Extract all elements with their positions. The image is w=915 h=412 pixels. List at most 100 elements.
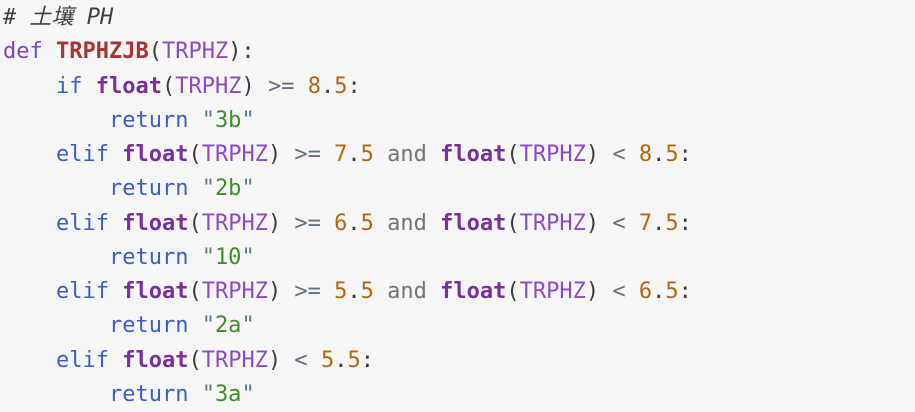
code-token-variable: TRPHZ xyxy=(201,347,268,373)
code-token-default xyxy=(3,279,56,304)
code-token-builtin: float xyxy=(122,279,189,304)
code-token-number: 7 xyxy=(334,142,348,167)
code-token-default: . xyxy=(652,142,666,167)
code-token-default: ( xyxy=(188,279,202,304)
code-token-quote: " xyxy=(241,381,255,407)
code-token-default: ( xyxy=(506,210,520,236)
code-token-operator: >= xyxy=(281,142,335,167)
code-token-default: : xyxy=(678,279,692,304)
code-token-variable: TRPHZ xyxy=(201,142,268,167)
code-token-default: ) xyxy=(585,142,600,167)
code-token-default xyxy=(3,142,56,167)
code-token-default: . xyxy=(652,210,666,236)
code-token-default: ( xyxy=(506,279,520,304)
code-token-operator: < xyxy=(281,347,321,373)
code-token-number: 6 xyxy=(638,279,653,304)
code-token-number: 5 xyxy=(320,347,335,373)
code-token-number: 5 xyxy=(360,142,374,167)
code-token-quote: " xyxy=(201,107,215,133)
code-token-logical_word: and xyxy=(373,142,441,167)
code-line: def TRPHZJB(TRPHZ): xyxy=(3,35,915,69)
code-line: elif float(TRPHZ) >= 6.5 and float(TRPHZ… xyxy=(3,207,915,241)
code-line: elif float(TRPHZ) < 5.5: xyxy=(3,344,915,378)
code-token-quote: " xyxy=(241,244,255,270)
code-token-default xyxy=(3,348,56,373)
code-token-default xyxy=(3,211,56,236)
code-token-comment: # 土壤 PH xyxy=(3,5,114,30)
code-line: elif float(TRPHZ) >= 5.5 and float(TRPHZ… xyxy=(3,275,915,309)
code-token-default xyxy=(3,108,109,133)
code-token-default: ) xyxy=(267,279,282,304)
code-token-default: : xyxy=(347,73,361,99)
code-token-number: 5 xyxy=(665,279,679,304)
code-token-builtin: float xyxy=(440,210,507,236)
code-token-variable: TRPHZ xyxy=(201,210,268,236)
code-token-default xyxy=(3,176,109,201)
code-token-default xyxy=(3,74,56,99)
code-token-number: 5 xyxy=(347,347,361,373)
code-token-logical_word: and xyxy=(373,210,441,236)
code-token-number: 5 xyxy=(360,279,374,304)
code-token-variable: TRPHZ xyxy=(201,279,268,304)
code-token-default: ) xyxy=(267,347,282,373)
code-token-string: 2b xyxy=(214,176,242,202)
code-token-number: 6 xyxy=(334,210,348,236)
code-token-variable: TRPHZ xyxy=(519,279,586,304)
code-token-number: 7 xyxy=(638,210,653,236)
code-token-keyword: elif xyxy=(55,210,123,236)
code-token-default: : xyxy=(678,210,692,236)
code-token-default: . xyxy=(347,142,361,167)
code-token-operator: < xyxy=(599,279,639,304)
code-token-keyword: return xyxy=(108,313,202,339)
code-token-number: 5 xyxy=(334,73,348,99)
code-token-operator: < xyxy=(599,210,639,236)
code-token-variable: TRPHZ xyxy=(161,39,229,65)
code-token-default: . xyxy=(320,73,335,99)
code-token-definition_keyword: def xyxy=(3,39,56,65)
code-token-default: ( xyxy=(506,142,520,167)
code-token-keyword: return xyxy=(108,244,202,270)
code-token-keyword: return xyxy=(108,107,202,133)
code-token-string: 3b xyxy=(214,107,242,133)
code-line: return "3a" xyxy=(3,378,915,412)
code-token-string: 10 xyxy=(214,244,242,270)
code-token-builtin: float xyxy=(440,142,507,167)
code-token-default: ) xyxy=(267,142,282,167)
code-token-default: : xyxy=(678,142,692,167)
code-token-keyword: return xyxy=(108,176,202,202)
code-token-default xyxy=(3,245,109,270)
code-token-number: 5 xyxy=(665,210,679,236)
code-line: return "10" xyxy=(3,241,915,275)
code-token-string: 2a xyxy=(214,313,242,339)
code-line: if float(TRPHZ) >= 8.5: xyxy=(3,70,915,104)
code-token-operator: < xyxy=(599,142,639,167)
code-token-number: 8 xyxy=(307,73,321,99)
code-token-quote: " xyxy=(201,381,215,407)
code-token-default: . xyxy=(652,279,666,304)
code-token-builtin: float xyxy=(122,142,189,167)
code-token-operator: >= xyxy=(281,210,335,236)
code-token-quote: " xyxy=(241,313,255,339)
code-line: elif float(TRPHZ) >= 7.5 and float(TRPHZ… xyxy=(3,138,915,172)
code-token-default: : xyxy=(360,347,374,373)
code-token-keyword: elif xyxy=(55,279,123,304)
code-token-default: ) xyxy=(267,210,282,236)
code-token-quote: " xyxy=(201,244,215,270)
code-line: # 土壤 PH xyxy=(3,1,915,35)
code-token-quote: " xyxy=(241,176,255,202)
code-token-builtin: float xyxy=(122,347,189,373)
code-token-default: ): xyxy=(228,39,255,65)
code-token-builtin: float xyxy=(122,210,189,236)
code-token-quote: " xyxy=(201,313,215,339)
code-token-keyword: elif xyxy=(55,142,123,167)
code-token-default: ( xyxy=(188,210,202,236)
code-token-keyword: elif xyxy=(55,347,123,373)
code-token-default: . xyxy=(347,210,361,236)
code-token-operator: >= xyxy=(281,279,335,304)
code-token-default: ( xyxy=(188,347,202,373)
code-token-number: 5 xyxy=(334,279,348,304)
code-line: return "3b" xyxy=(3,104,915,138)
code-token-keyword: if xyxy=(55,73,96,99)
